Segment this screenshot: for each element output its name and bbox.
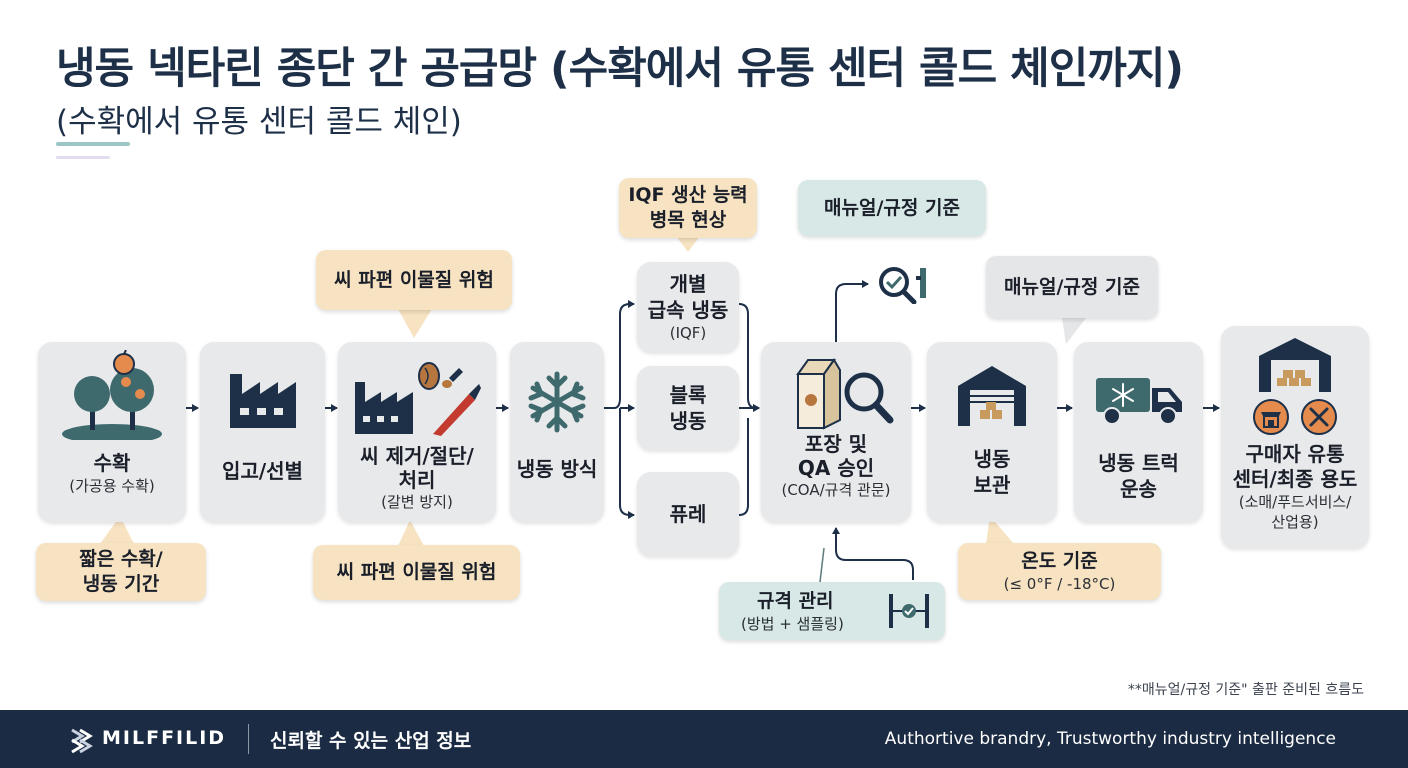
puree-label: 퓨레 [669, 502, 707, 526]
arrow-merge-iqf [738, 303, 760, 412]
arrow-to-inspection [835, 280, 869, 342]
callout-manual-mid: 매뉴얼/규정 기준 [986, 256, 1158, 318]
short-harvest-line1: 짧은 수확/ [79, 548, 163, 570]
buyer-sub-line1: (소매/푸드서비스/ [1238, 493, 1352, 511]
stage-buyer-dc: 구매자 유통 센터/최종 용도 (소매/푸드서비스/ 산업용) [1221, 326, 1369, 548]
arrow-branch-iqf [604, 300, 635, 409]
method-block: 블록 냉동 [637, 366, 739, 450]
packaging-label-line2: QA 승인 [797, 456, 875, 480]
method-iqf: 개별 급속 냉동 (IQF) [637, 262, 739, 352]
warehouse-icon [956, 364, 1028, 428]
method-puree: 퓨레 [637, 472, 739, 556]
iqf-sub: (IQF) [669, 324, 707, 342]
tagline-english: Authortive brandry, Trustworthy industry… [884, 729, 1336, 749]
packaging-label-line1: 포장 및 [804, 432, 868, 456]
callout-pit-risk-bottom: 씨 파편 이물질 위험 [313, 545, 520, 600]
receiving-label: 입고/선별 [222, 459, 303, 483]
pitting-label-line2: 처리 [398, 468, 436, 492]
stage-packaging-qa: 포장 및 QA 승인 (COA/규격 관문) [761, 342, 911, 522]
pitting-label-line1: 씨 제거/절단/ [360, 444, 474, 468]
tagline-korean: 신뢰할 수 있는 산업 정보 [270, 730, 472, 752]
freezer-truck-icon [1094, 372, 1184, 426]
block-label-line2: 냉동 [669, 409, 707, 433]
inspection-icon [874, 262, 932, 308]
stage-cold-storage: 냉동 보관 [927, 342, 1057, 522]
block-label-line1: 블록 [669, 383, 707, 407]
stage-receiving: 입고/선별 [200, 342, 325, 522]
pit-risk-top-text: 씨 파편 이물질 위험 [334, 268, 494, 291]
iqf-bottleneck-line2: 병목 현상 [649, 209, 727, 231]
knife-icon [353, 354, 481, 438]
tail-short-harvest [100, 516, 134, 544]
page-title: 냉동 넥타린 종단 간 공급망 (수확에서 유통 센터 콜드 체인까지) [56, 44, 1184, 94]
buyer-label-line1: 구매자 유통 [1245, 442, 1345, 466]
temp-sub: (≤ 0°F / -18°C) [1003, 575, 1116, 593]
milk-carton-icon [796, 358, 894, 430]
manual-mid-text: 매뉴얼/규정 기준 [1004, 275, 1140, 298]
shop-icon [1253, 399, 1289, 435]
warehouse-icon [1257, 336, 1333, 394]
packaging-sub: (COA/규격 관문) [781, 481, 891, 499]
footer-divider [248, 724, 249, 754]
truck-label-line2: 운송 [1120, 477, 1157, 501]
tail-manual-mid [1062, 318, 1086, 344]
stage-pitting: 씨 제거/절단/ 처리 (갈변 방지) [338, 342, 496, 522]
arrow-merge-puree [738, 418, 749, 516]
caliper-icon [887, 592, 931, 634]
iqf-label-line2: 급속 냉동 [647, 298, 729, 322]
factory-icon [226, 364, 300, 430]
freezing-method-label: 냉동 방식 [516, 457, 598, 481]
tail-temp [986, 516, 1014, 544]
callout-manual-top: 매뉴얼/규정 기준 [798, 180, 986, 236]
storage-label-line1: 냉동 [973, 447, 1011, 471]
short-harvest-line2: 냉동 기간 [82, 573, 160, 595]
buyer-sub-line2: 산업용) [1271, 513, 1319, 531]
arrow-spec-to-packaging [832, 527, 914, 580]
utensils-icon [1301, 399, 1337, 435]
spec-sub: (방법 + 샘플링) [741, 614, 844, 633]
callout-pit-risk-top: 씨 파편 이물질 위험 [316, 250, 512, 310]
harvest-label: 수확 [93, 451, 131, 475]
title-accent-rule-secondary [56, 156, 110, 159]
temp-title: 온도 기준 [1021, 550, 1098, 572]
callout-short-harvest: 짧은 수확/ 냉동 기간 [36, 543, 206, 601]
arrow-branch-puree [619, 408, 635, 519]
spec-link-line [819, 547, 825, 583]
stage-freezing-method: 냉동 방식 [510, 342, 604, 522]
stage-harvest: 수확 (가공용 수확) [38, 342, 186, 522]
manual-top-text: 매뉴얼/규정 기준 [824, 196, 960, 219]
iqf-label-line1: 개별 [669, 272, 707, 296]
tree-icon [60, 350, 164, 440]
flow-arrows [100, 236, 1220, 583]
footnote: **매뉴얼/규정 기준" 출판 준비된 흐름도 [1127, 682, 1364, 698]
callout-temp-standard: 온도 기준 (≤ 0°F / -18°C) [958, 543, 1161, 600]
tail-pit-risk-bottom [398, 520, 424, 546]
storage-label-line2: 보관 [973, 473, 1011, 497]
pit-risk-bottom-text: 씨 파편 이물질 위험 [336, 561, 497, 583]
callout-spec-control: 규격 관리 (방법 + 샘플링) [719, 582, 945, 640]
snowflake-icon [525, 370, 589, 434]
iqf-bottleneck-line1: IQF 생산 능력 [628, 184, 748, 206]
harvest-sub: (가공용 수확) [69, 477, 155, 495]
brand-logo-icon [70, 726, 94, 758]
spec-title: 규격 관리 [757, 589, 834, 612]
title-accent-rule [56, 142, 130, 146]
tail-iqf [676, 236, 700, 252]
stage-freezer-truck: 냉동 트럭 운송 [1074, 342, 1203, 522]
footer-bar: MILFFILID 신뢰할 수 있는 산업 정보 Authortive bran… [0, 710, 1408, 768]
page-subtitle: (수확에서 유통 센터 콜드 체인) [56, 104, 462, 140]
pitting-sub: (갈변 방지) [381, 493, 453, 511]
callout-iqf-bottleneck: IQF 생산 능력 병목 현상 [619, 178, 757, 238]
brand-name: MILFFILID [102, 727, 227, 749]
tail-pit-risk-top [398, 309, 432, 338]
truck-label-line1: 냉동 트럭 [1098, 451, 1179, 475]
buyer-label-line2: 센터/최종 용도 [1232, 467, 1358, 491]
